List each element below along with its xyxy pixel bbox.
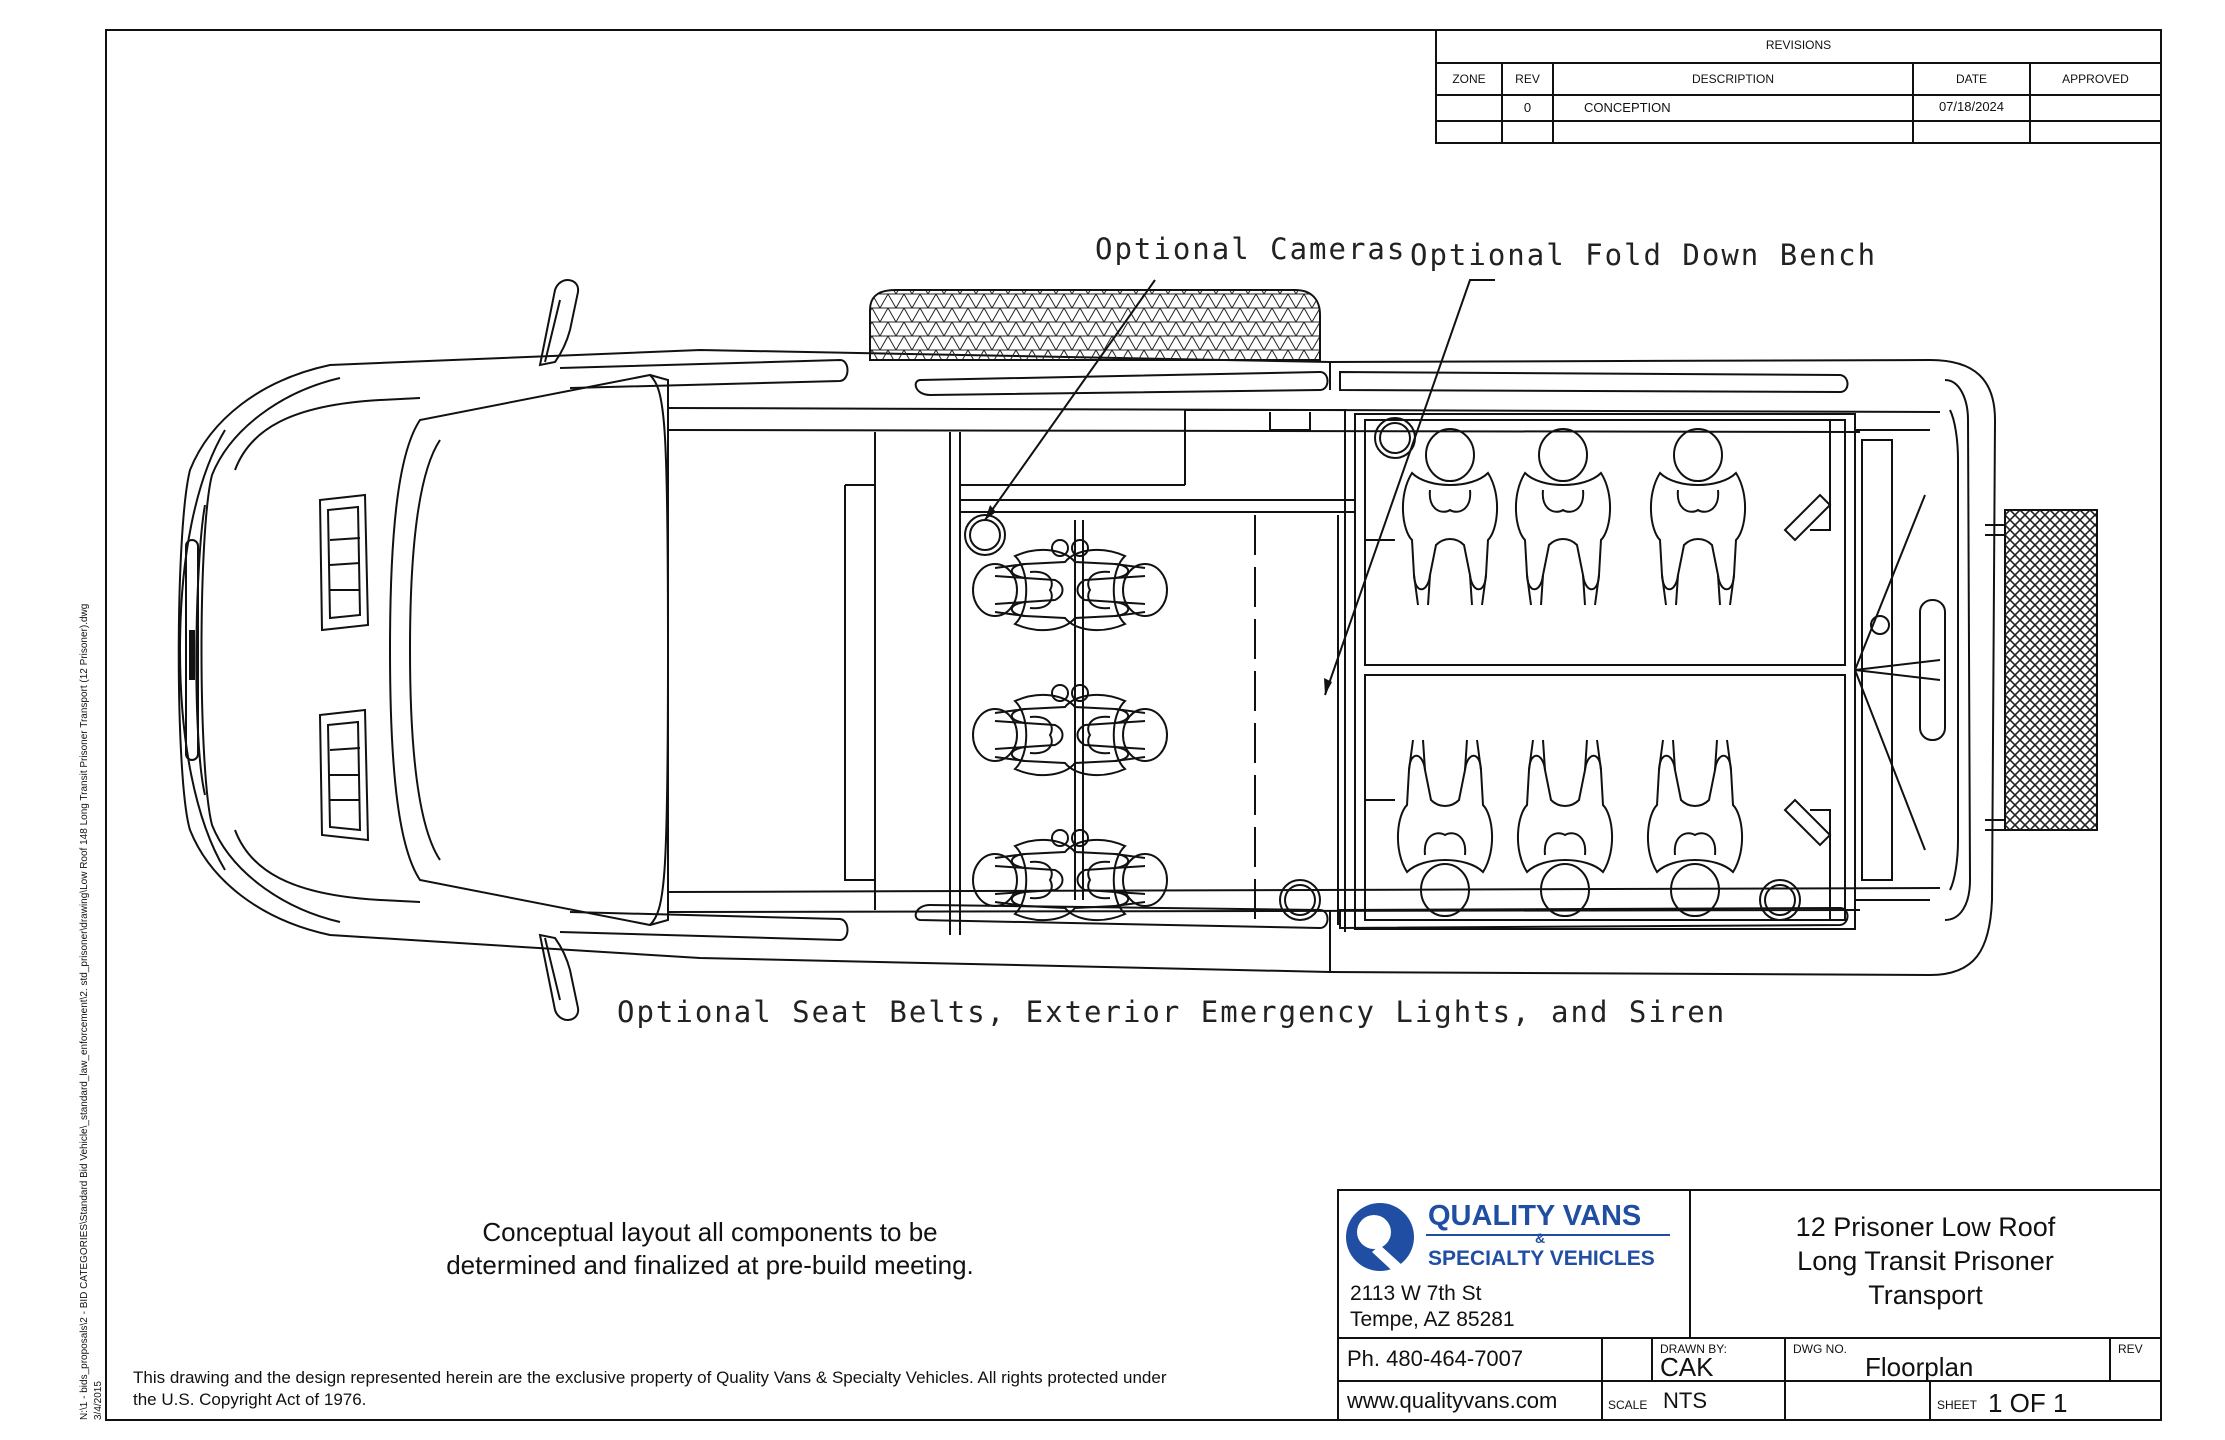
conceptual-note-line1: Conceptual layout all components to be bbox=[482, 1217, 938, 1247]
rev-header-rev: REV bbox=[1515, 72, 1540, 86]
rev-row-rev: 0 bbox=[1523, 100, 1532, 115]
callout-optional-seat-belts: Optional Seat Belts, Exterior Emergency … bbox=[617, 995, 1727, 1029]
rear-upper-row-passengers bbox=[1401, 428, 1747, 606]
dwg-no-label: DWG NO. bbox=[1793, 1342, 1847, 1356]
sheet-value: 1 OF 1 bbox=[1988, 1388, 2068, 1418]
rear-step-diamond-plate bbox=[2004, 509, 2098, 831]
dwg-no-value: Floorplan bbox=[1865, 1352, 1974, 1382]
drawn-by-value: CAK bbox=[1660, 1352, 1714, 1382]
file-path-text: N:\1 - bids_proposals\2 - BID CATEGORIES… bbox=[79, 603, 90, 1420]
callout-optional-cameras: Optional Cameras bbox=[1095, 232, 1407, 266]
rev-header-zone: ZONE bbox=[1452, 72, 1486, 86]
conceptual-note-line2: determined and finalized at pre-build me… bbox=[446, 1250, 974, 1280]
copyright-line2: the U.S. Copyright Act of 1976. bbox=[133, 1390, 367, 1409]
revisions-title: REVISIONS bbox=[1765, 38, 1832, 52]
brand-specialty-vehicles: SPECIALTY VEHICLES bbox=[1428, 1247, 1655, 1270]
van-top-view bbox=[177, 279, 2005, 1021]
title-block-grid bbox=[1337, 1189, 2162, 1421]
address-city: Tempe, AZ 85281 bbox=[1350, 1308, 1515, 1331]
rev-label: REV bbox=[2118, 1342, 2143, 1356]
callout-optional-fold-down-bench: Optional Fold Down Bench bbox=[1410, 238, 1878, 272]
rev-header-description: DESCRIPTION bbox=[1691, 72, 1774, 86]
rev-row-date: 07/18/2024 bbox=[1938, 99, 2005, 114]
copyright-line1: This drawing and the design represented … bbox=[133, 1368, 1167, 1387]
file-path-note: N:\1 - bids_proposals\2 - BID CATEGORIES… bbox=[74, 500, 104, 1430]
brand-quality-vans: QUALITY VANS bbox=[1428, 1200, 1642, 1232]
drawing-title-line2: Long Transit Prisoner bbox=[1797, 1246, 2054, 1276]
address-street: 2113 W 7th St bbox=[1350, 1282, 1482, 1305]
rev-header-date: DATE bbox=[1955, 72, 1988, 86]
website-link[interactable]: www.qualityvans.com bbox=[1347, 1388, 1558, 1413]
drawing-title-line3: Transport bbox=[1868, 1280, 1983, 1310]
brand-ampersand: & bbox=[1535, 1230, 1546, 1246]
scale-label: SCALE bbox=[1608, 1398, 1648, 1412]
quality-vans-logo-mark bbox=[1346, 1203, 1670, 1278]
scale-value: NTS bbox=[1663, 1388, 1707, 1413]
callout-leaders bbox=[984, 279, 1495, 696]
rev-header-approved: APPROVED bbox=[2062, 72, 2129, 86]
drawing-title-line1: 12 Prisoner Low Roof bbox=[1795, 1212, 2056, 1242]
rev-row-description: CONCEPTION bbox=[1584, 100, 1671, 115]
phone-number: Ph. 480-464-7007 bbox=[1347, 1346, 1524, 1371]
drawn-by-label: DRAWN BY: bbox=[1660, 1342, 1727, 1356]
revisions-table-grid bbox=[1435, 29, 2162, 144]
file-date-text: 3/4/2015 bbox=[93, 1381, 104, 1420]
roof-textured-panel bbox=[869, 289, 1321, 361]
sheet-label: SHEET bbox=[1937, 1398, 1978, 1412]
